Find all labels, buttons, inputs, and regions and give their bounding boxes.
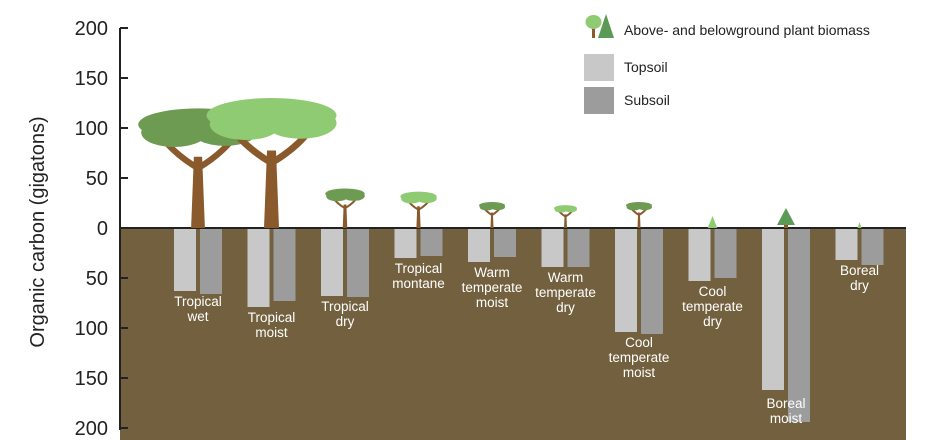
tree-trunk: [637, 212, 641, 228]
topsoil-bar: [541, 229, 564, 267]
tree-canopy: [777, 208, 795, 225]
subsoil-bar: [200, 229, 222, 294]
tree-canopy: [416, 194, 437, 204]
y-tick-label: 200: [75, 18, 108, 40]
topsoil-bar: [835, 229, 858, 260]
subsoil-bar: [420, 229, 443, 256]
y-tick-label: 0: [97, 218, 108, 240]
tree-canopy: [564, 206, 577, 213]
biomass-tree: [479, 202, 505, 228]
legend-swatch-subsoil: [584, 87, 614, 114]
y-tick-label: 50: [86, 168, 108, 190]
legend-label-subsoil: Subsoil: [624, 92, 670, 108]
y-tick-label: 150: [75, 368, 108, 390]
legend-conifer: [598, 14, 614, 38]
topsoil-bar: [762, 229, 784, 390]
topsoil-bar: [321, 229, 343, 296]
plant-biomass-series: [138, 98, 862, 228]
biomass-tree: [857, 222, 862, 228]
y-tick-label: 200: [75, 418, 108, 440]
tree-canopy: [326, 191, 348, 202]
tree-canopy: [479, 204, 494, 211]
legend-swatch-topsoil: [584, 54, 614, 81]
tree-canopy: [265, 107, 337, 139]
tree-canopy: [626, 204, 641, 211]
y-axis: 200 150 100 50 0 50 100 150 200: [75, 18, 128, 440]
biomass-tree: [626, 202, 652, 228]
legend: Above- and belowground plant biomass Top…: [584, 14, 870, 114]
tree-trunk: [564, 214, 567, 228]
subsoil-bar: [273, 229, 296, 301]
subsoil-bar: [567, 229, 590, 267]
topsoil-bar: [247, 229, 270, 307]
biomass-tree: [777, 208, 795, 228]
y-tick-label: 100: [75, 318, 108, 340]
y-axis-title: Organic carbon (gigatons): [27, 116, 49, 347]
soil-bars: [174, 229, 884, 422]
biomass-sapling: [707, 216, 718, 228]
legend-label-biomass: Above- and belowground plant biomass: [624, 22, 870, 38]
legend-tree-canopy: [585, 15, 602, 29]
tree-canopy: [141, 118, 207, 148]
legend-tree-trunk: [592, 26, 595, 38]
biomass-sapling: [857, 222, 862, 228]
tree-trunk: [342, 204, 348, 228]
subsoil-bar: [861, 229, 884, 265]
topsoil-bar: [174, 229, 196, 291]
subsoil-bar: [714, 229, 737, 278]
tree-canopy: [637, 203, 652, 211]
tree-canopy: [343, 191, 365, 201]
legend-tree-icon: [585, 14, 614, 38]
biomass-tree: [707, 216, 718, 228]
tree-canopy: [490, 203, 505, 211]
biomass-tree: [554, 205, 577, 228]
y-tick-label: 150: [75, 68, 108, 90]
biomass-tree: [400, 191, 437, 228]
biomass-tree: [206, 98, 337, 228]
y-tick-label: 100: [75, 118, 108, 140]
tree-trunk: [264, 150, 279, 228]
tree-trunk: [191, 156, 205, 228]
subsoil-bar: [641, 229, 663, 334]
subsoil-bar: [494, 229, 516, 257]
subsoil-bar: [788, 229, 810, 422]
topsoil-bar: [394, 229, 417, 258]
tree-trunk: [490, 212, 494, 228]
y-tick-label: 50: [86, 268, 108, 290]
biomass-tree: [325, 188, 365, 228]
topsoil-bar: [468, 229, 490, 262]
tree-canopy: [209, 108, 282, 140]
tree-trunk: [416, 206, 421, 228]
tree-canopy: [554, 206, 568, 213]
topsoil-bar: [688, 229, 711, 281]
tree-trunk: [784, 224, 788, 228]
legend-label-topsoil: Topsoil: [624, 59, 668, 75]
tree-canopy: [401, 194, 422, 204]
subsoil-bar: [347, 229, 369, 297]
topsoil-bar: [615, 229, 637, 332]
